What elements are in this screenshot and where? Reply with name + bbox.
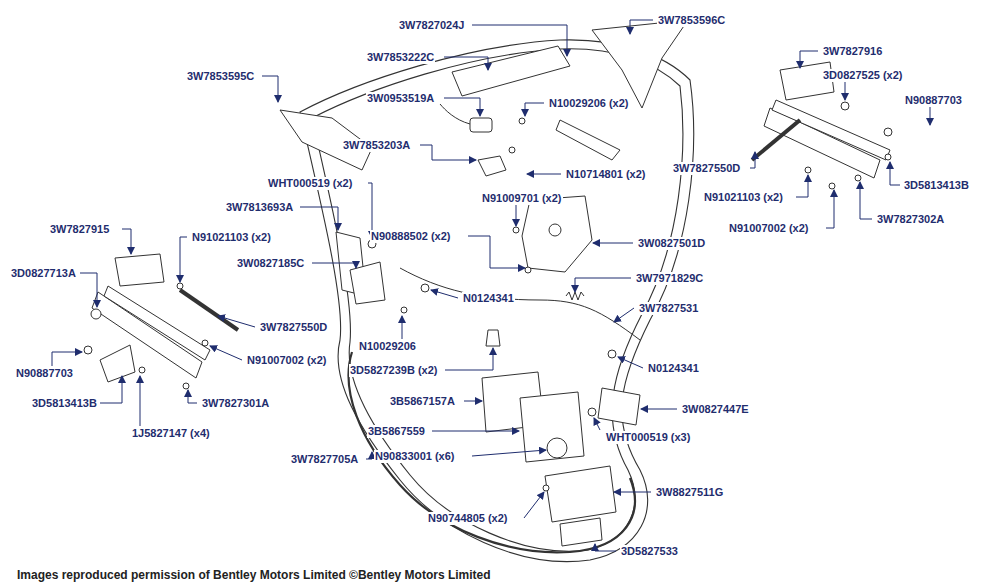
part-number: N90833001 (x6): [374, 450, 456, 463]
part-number: 3W7827024J: [398, 19, 465, 32]
part-number: 3D5827239B (x2): [349, 364, 438, 377]
caption: Images reproduced permission of Bentley …: [17, 568, 491, 582]
leader-lines: [52, 20, 930, 551]
part-number: 1J5827147 (x4): [131, 427, 211, 440]
part-number: 3W0953519A: [366, 92, 435, 105]
part-number: 3W8827511G: [655, 486, 724, 499]
part-number: 3D5813413B: [31, 397, 98, 410]
part-number: 3W7971829C: [635, 272, 704, 285]
part-number: N10714801 (x2): [565, 168, 647, 181]
boot-lid: [300, 40, 694, 562]
trim-panels: [280, 20, 688, 176]
part-number: 3W7853203A: [342, 139, 411, 152]
part-number: N90888502 (x2): [370, 230, 452, 243]
part-number: N0124341: [647, 362, 700, 375]
part-number: N90887703: [904, 94, 963, 107]
part-number: N90744805 (x2): [427, 512, 509, 525]
part-number: 3W0827185C: [236, 257, 305, 270]
part-number: 3W7853595C: [186, 70, 255, 83]
part-number: 3B5867157A: [389, 395, 456, 408]
part-number: 3W7827705A: [290, 453, 359, 466]
release-cable: [400, 268, 640, 358]
part-number: WHT000519 (x3): [605, 431, 691, 444]
part-number: 3W7827550D: [259, 321, 328, 334]
part-number: 3W7827302A: [876, 213, 945, 226]
part-number: N91009701 (x2): [481, 192, 563, 205]
part-number: N91007002 (x2): [728, 222, 810, 235]
left-hinge: [84, 254, 238, 389]
part-number: N91007002 (x2): [246, 354, 328, 367]
part-number: 3W7813693A: [225, 201, 294, 214]
part-number: 3D5827533: [620, 545, 679, 558]
part-number: N91021103 (x2): [191, 231, 272, 244]
part-number: 3W7827550D: [672, 162, 741, 175]
part-number: N91021103 (x2): [703, 191, 784, 204]
part-number: 3D0827713A: [10, 267, 77, 280]
part-number: N90887703: [15, 367, 74, 380]
part-number: 3W7827916: [822, 45, 883, 58]
part-number: 3W7827531: [638, 302, 699, 315]
latch: [513, 196, 592, 273]
part-number: 3W0827447E: [681, 403, 750, 416]
part-number: 3W7853222C: [366, 51, 435, 64]
part-number: N10029206: [358, 340, 417, 353]
part-number: 3D0827525 (x2): [822, 69, 904, 82]
part-number: 3W7853596C: [657, 14, 726, 27]
part-number: N10029206 (x2): [548, 97, 630, 110]
part-number: N0124341: [462, 292, 515, 305]
part-number: 3B5867559: [367, 425, 426, 438]
part-number: WHT000519 (x2): [267, 177, 353, 190]
hinge-brackets: [336, 120, 620, 313]
part-number: 3D5813413B: [903, 179, 970, 192]
part-number: 3W7827915: [49, 223, 110, 236]
part-number: 3W7827301A: [201, 397, 270, 410]
part-number: 3W0827501D: [637, 237, 706, 250]
